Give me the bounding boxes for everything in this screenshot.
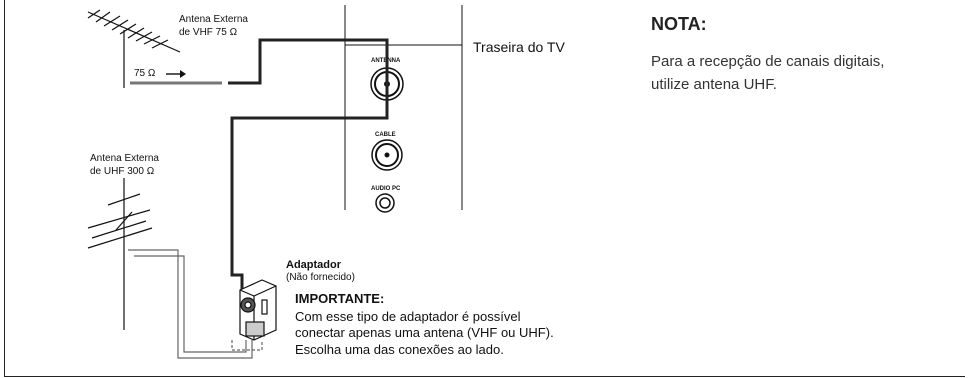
vhf-cable-value: 75 Ω [134,68,156,79]
note-line-1: Para a recepção de canais digitais, [651,53,885,70]
note-text: Para a recepção de canais digitais, util… [651,50,951,96]
vhf-to-tv-cable [228,38,389,85]
vhf-antenna-label-line2: de VHF 75 Ω [179,27,238,38]
note-line-2: utilize antena UHF. [651,76,777,93]
important-line-3: Escolha uma das conexões ao lado. [295,342,504,357]
audio-pc-jack-icon [375,193,395,213]
adapter-title: Adaptador [286,259,342,271]
adapter-icon [239,279,277,341]
arrow-right-icon [166,70,186,78]
uhf-antenna-label-line1: Antena Externa [90,153,159,164]
important-line-2: conectar apenas uma antena (VHF ou UHF). [295,325,554,340]
uhf-twin-lead [128,249,263,359]
uhf-antenna-icon [87,178,153,330]
vhf-antenna-label-line1: Antena Externa [179,14,248,25]
cable-jack-label: CABLE [375,132,396,138]
uhf-antenna-label-line2: de UHF 300 Ω [90,166,155,177]
diagram-frame [4,0,965,377]
vhf-antenna-icon [87,9,181,88]
note-title: NOTA: [651,14,707,34]
cable-jack-icon [371,139,403,171]
important-line-1: Com esse tipo de adaptador é possível [295,309,521,324]
tv-back-label: Traseira do TV [473,39,565,55]
audio-pc-jack-label: AUDIO PC [371,186,401,192]
tv-back-panel [344,5,463,210]
important-title: IMPORTANTE: [295,291,384,306]
adapter-subtitle: (Não fornecido) [286,272,355,283]
tv-to-adapter-cable [230,84,389,296]
